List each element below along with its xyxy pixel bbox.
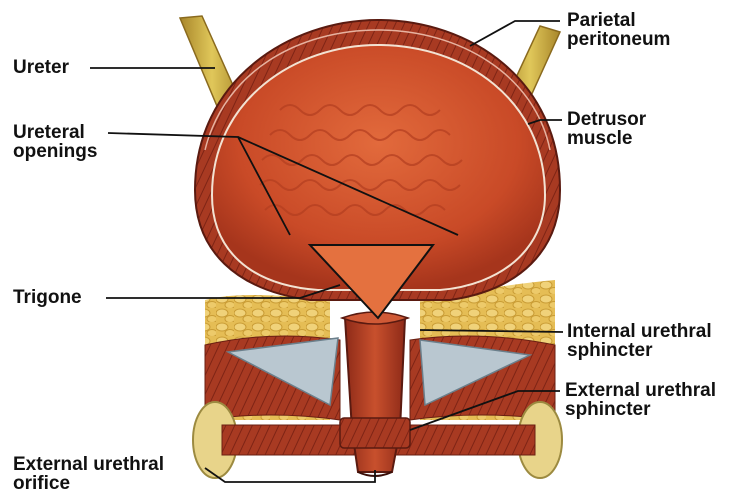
label-external-urethral-orifice: External urethral orifice: [13, 455, 164, 493]
label-parietal-peritoneum: Parietal peritoneum: [567, 11, 670, 49]
external-sphincter-band: [340, 418, 410, 448]
urethra: [345, 318, 405, 472]
label-detrusor-muscle: Detrusor muscle: [567, 110, 646, 148]
label-ureter: Ureter: [13, 58, 69, 77]
label-external-urethral-sphincter: External urethral sphincter: [565, 381, 716, 419]
label-internal-urethral-sphincter: Internal urethral sphincter: [567, 322, 712, 360]
label-ureteral-openings: Ureteral openings: [13, 123, 97, 161]
label-trigone: Trigone: [13, 288, 82, 307]
